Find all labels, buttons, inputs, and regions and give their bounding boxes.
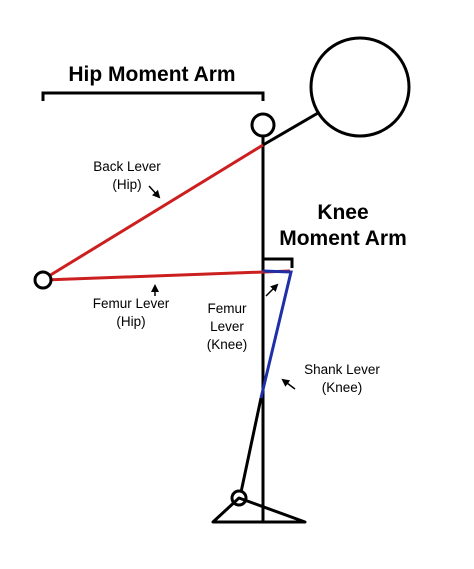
shank-lever-line bbox=[259, 269, 293, 399]
femur-lever-knee-arrow bbox=[265, 283, 279, 297]
back-lever-line bbox=[43, 143, 264, 281]
shoulder-joint bbox=[250, 112, 276, 138]
shank-line bbox=[238, 397, 263, 498]
back-lever-label-line1: Back Lever bbox=[93, 159, 161, 174]
shank-lever-label-line1: Shank Lever bbox=[304, 362, 380, 377]
femur-lever-knee-label-line1: Femur bbox=[207, 301, 247, 316]
back-lever-label-line2: (Hip) bbox=[112, 177, 141, 192]
foot-triangle bbox=[211, 496, 307, 524]
shank-lever-label-line2: (Knee) bbox=[322, 380, 363, 395]
femur-lever-knee-label-line3: (Knee) bbox=[207, 337, 248, 352]
back-lever-arrow bbox=[148, 185, 161, 199]
femur-lever-hip-label-line1: Femur Lever bbox=[93, 296, 170, 311]
femur-lever-hip-line bbox=[43, 269, 291, 282]
hip-moment-arm-label: Hip Moment Arm bbox=[68, 63, 235, 86]
barbell-plate bbox=[309, 36, 411, 138]
hip-joint bbox=[33, 270, 53, 290]
shank-lever-arrow bbox=[281, 378, 296, 390]
knee-moment-arm-label-line1: Knee bbox=[317, 201, 368, 224]
knee-moment-arm-bracket bbox=[261, 257, 294, 268]
knee-moment-arm-label-line2: Moment Arm bbox=[279, 227, 407, 250]
hip-moment-arm-bracket bbox=[41, 91, 265, 101]
barbell-bar bbox=[262, 111, 319, 147]
femur-lever-knee-label-line2: Lever bbox=[210, 319, 244, 334]
femur-lever-hip-label-line2: (Hip) bbox=[116, 314, 145, 329]
